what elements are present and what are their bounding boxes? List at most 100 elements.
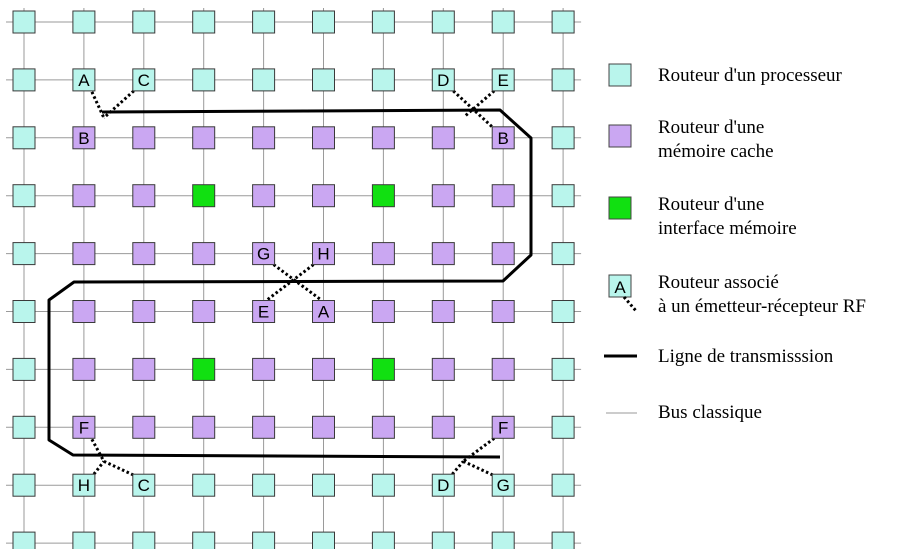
legend-processor-swatch xyxy=(608,63,632,87)
cache-router xyxy=(431,242,455,266)
legend-interface-label-line2: interface mémoire xyxy=(658,218,797,239)
rf-router-label: E xyxy=(258,303,269,322)
legend-rf-label-line1: Routeur associé xyxy=(658,272,779,293)
rf-router-label: G xyxy=(497,476,510,495)
processor-router xyxy=(12,10,36,34)
cache-router xyxy=(132,242,156,266)
processor-router xyxy=(551,126,575,150)
cache-router xyxy=(491,300,515,323)
cache-router xyxy=(431,357,455,381)
memory-interface-router xyxy=(192,357,216,381)
rf-link xyxy=(102,89,135,119)
cache-router xyxy=(132,300,156,323)
legend: Routeur d'un processeur Routeur d'une mé… xyxy=(604,63,866,423)
legend-interface-label-line1: Routeur d'une xyxy=(658,194,764,215)
processor-router xyxy=(371,531,395,549)
cache-router xyxy=(491,357,515,381)
processor-router xyxy=(491,68,515,92)
processor-router xyxy=(132,10,156,34)
processor-router xyxy=(551,473,575,497)
legend-rf-letter: A xyxy=(614,278,626,297)
processor-router xyxy=(252,531,276,549)
cache-router xyxy=(491,184,515,208)
cache-router xyxy=(192,415,216,439)
cache-router xyxy=(371,300,395,323)
processor-router xyxy=(72,10,96,34)
legend-cache-label-line1: Routeur d'une xyxy=(658,117,764,138)
processor-router xyxy=(72,68,96,92)
processor-router xyxy=(192,473,216,497)
legend-processor-label: Routeur d'un processeur xyxy=(658,65,843,86)
processor-router xyxy=(12,242,36,266)
cache-router xyxy=(431,300,455,323)
rf-link xyxy=(462,459,494,477)
legend-interface-swatch xyxy=(608,196,632,220)
processor-router xyxy=(12,68,36,92)
processor-router xyxy=(371,68,395,92)
legend-rf-label-line2: à un émetteur-récepteur RF xyxy=(658,296,866,317)
processor-router xyxy=(72,531,96,549)
memory-interface-router xyxy=(192,184,216,208)
rf-router-label: B xyxy=(498,129,509,148)
processor-router xyxy=(312,531,335,549)
processor-router xyxy=(252,473,276,497)
cache-router xyxy=(252,126,276,150)
cache-router xyxy=(252,300,276,323)
processor-router xyxy=(431,531,455,549)
rf-router-label: D xyxy=(437,476,449,495)
rf-link xyxy=(451,460,465,476)
rf-router-label: E xyxy=(498,71,509,90)
processor-router xyxy=(551,357,575,381)
rf-link xyxy=(103,459,135,477)
cache-router xyxy=(72,415,96,439)
cache-router xyxy=(312,415,335,439)
processor-router xyxy=(12,531,36,549)
cache-router xyxy=(252,184,276,208)
cache-router xyxy=(431,415,455,439)
rf-router-label: A xyxy=(78,71,90,90)
cache-router xyxy=(192,126,216,150)
processor-router xyxy=(371,473,395,497)
memory-interface-router xyxy=(371,357,395,381)
processor-router xyxy=(491,10,515,34)
processor-router xyxy=(12,473,36,497)
processor-router xyxy=(551,415,575,439)
processor-router xyxy=(551,300,575,323)
rf-link xyxy=(452,89,495,129)
cache-router xyxy=(132,184,156,208)
processor-router xyxy=(551,68,575,92)
processor-router xyxy=(132,473,156,497)
processor-router xyxy=(252,10,276,34)
processor-router xyxy=(312,473,335,497)
legend-cache-label-line2: mémoire cache xyxy=(658,141,774,162)
cache-router xyxy=(491,126,515,150)
processor-router xyxy=(12,300,36,323)
cache-router xyxy=(72,184,96,208)
processor-router xyxy=(192,10,216,34)
processor-router xyxy=(12,184,36,208)
rf-link xyxy=(462,437,496,463)
rf-router-label: F xyxy=(498,418,508,437)
cache-router xyxy=(192,242,216,266)
cache-router xyxy=(371,126,395,150)
cache-router xyxy=(192,300,216,323)
rf-router-label: F xyxy=(79,418,89,437)
processor-router xyxy=(431,10,455,34)
processor-router xyxy=(491,473,515,497)
processor-router xyxy=(132,531,156,549)
processor-router xyxy=(72,473,96,497)
cache-router xyxy=(312,242,335,266)
cache-router xyxy=(72,300,96,323)
legend-rf-swatch xyxy=(608,274,632,298)
cache-router xyxy=(371,242,395,266)
cache-router xyxy=(312,184,335,208)
processor-router xyxy=(491,531,515,549)
cache-router xyxy=(312,300,335,323)
legend-rf-dotted-link xyxy=(622,296,639,313)
cache-router xyxy=(312,126,335,150)
transmission-line-layer xyxy=(47,108,533,459)
processor-router xyxy=(192,531,216,549)
cache-router xyxy=(132,126,156,150)
cache-router xyxy=(72,242,96,266)
